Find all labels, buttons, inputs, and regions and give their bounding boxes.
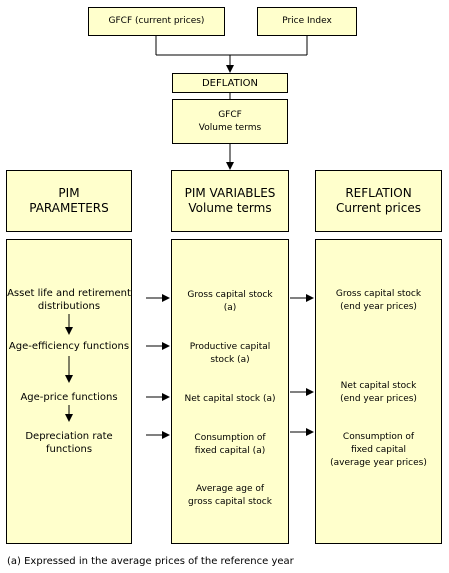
refl-consumption-fixed-capital-line-2: fixed capital	[350, 445, 407, 455]
var-consumption-fixed-capital: Consumption of fixed capital (a)	[172, 432, 288, 458]
param-depreciation-rate-line-1: Depreciation rate	[25, 431, 113, 442]
refl-gross-capital-stock-line-1: Gross capital stock	[335, 289, 422, 299]
var-consumption-fixed-capital-line-1: Consumption of	[194, 433, 266, 443]
pim-variables-header: PIM VARIABLES Volume terms	[171, 170, 289, 232]
refl-net-capital-stock-line-2: (end year prices)	[340, 394, 417, 404]
param-age-price-line-1: Age-price functions	[20, 392, 118, 403]
gfcf-current-prices-label: GFCF (current prices)	[108, 16, 205, 26]
var-productive-capital-stock: Productive capital stock (a)	[172, 341, 288, 367]
refl-consumption-fixed-capital: Consumption of fixed capital (average ye…	[316, 431, 441, 470]
refl-gross-capital-stock: Gross capital stock (end year prices)	[316, 288, 441, 314]
gfcf-volume-line-1: GFCF	[218, 109, 242, 120]
deflation-label: DEFLATION	[201, 77, 259, 89]
refl-consumption-fixed-capital-line-1: Consumption of	[342, 432, 415, 442]
reflation-header-line-1: REFLATION	[345, 186, 412, 200]
price-index-box: Price Index	[257, 7, 357, 36]
var-gross-capital-stock-line-2: (a)	[223, 303, 237, 313]
var-productive-capital-stock-line-1: Productive capital	[189, 342, 271, 352]
pim-parameters-header-line-2: PARAMETERS	[29, 201, 109, 215]
reflation-body: Gross capital stock (end year prices) Ne…	[315, 239, 442, 544]
reflation-header: REFLATION Current prices	[315, 170, 442, 232]
var-gross-capital-stock: Gross capital stock (a)	[172, 289, 288, 315]
gfcf-volume-line-2: Volume terms	[198, 122, 262, 133]
var-average-age-line-1: Average age of	[195, 484, 265, 494]
pim-variables-header-line-1: PIM VARIABLES	[184, 186, 276, 200]
param-asset-life: Asset life and retirement distributions	[7, 287, 131, 313]
gfcf-volume-box: GFCF Volume terms	[172, 99, 288, 144]
param-depreciation-rate: Depreciation rate functions	[7, 430, 131, 456]
refl-gross-capital-stock-line-2: (end year prices)	[340, 302, 417, 312]
refl-net-capital-stock: Net capital stock (end year prices)	[316, 380, 441, 406]
param-depreciation-rate-line-2: functions	[45, 444, 93, 455]
var-consumption-fixed-capital-line-2: fixed capital (a)	[194, 446, 266, 456]
var-net-capital-stock: Net capital stock (a)	[172, 393, 288, 406]
var-productive-capital-stock-line-2: stock (a)	[210, 355, 250, 365]
param-age-efficiency-line-1: Age-efficiency functions	[8, 341, 130, 352]
reflation-header-line-2: Current prices	[335, 201, 421, 215]
pim-variables-body: Gross capital stock (a) Productive capit…	[171, 239, 289, 544]
param-asset-life-line-2: distributions	[37, 301, 101, 312]
pim-parameters-header-line-1: PIM	[58, 186, 80, 200]
pim-parameters-header: PIM PARAMETERS	[6, 170, 132, 232]
param-age-efficiency: Age-efficiency functions	[7, 340, 131, 353]
price-index-label: Price Index	[282, 16, 332, 26]
refl-net-capital-stock-line-1: Net capital stock	[340, 381, 417, 391]
var-gross-capital-stock-line-1: Gross capital stock	[187, 290, 273, 300]
pim-variables-header-line-2: Volume terms	[188, 201, 272, 215]
deflation-box: DEFLATION	[172, 73, 288, 93]
var-average-age-line-2: gross capital stock	[188, 497, 272, 507]
footnote: (a) Expressed in the average prices of t…	[7, 556, 294, 567]
var-average-age: Average age of gross capital stock	[172, 483, 288, 509]
var-net-capital-stock-line-1: Net capital stock (a)	[184, 394, 276, 404]
param-age-price: Age-price functions	[7, 391, 131, 404]
gfcf-current-prices-box: GFCF (current prices)	[88, 7, 225, 36]
refl-consumption-fixed-capital-line-3: (average year prices)	[330, 458, 427, 468]
pim-parameters-body: Asset life and retirement distributions …	[6, 239, 132, 544]
param-asset-life-line-1: Asset life and retirement	[7, 288, 131, 299]
